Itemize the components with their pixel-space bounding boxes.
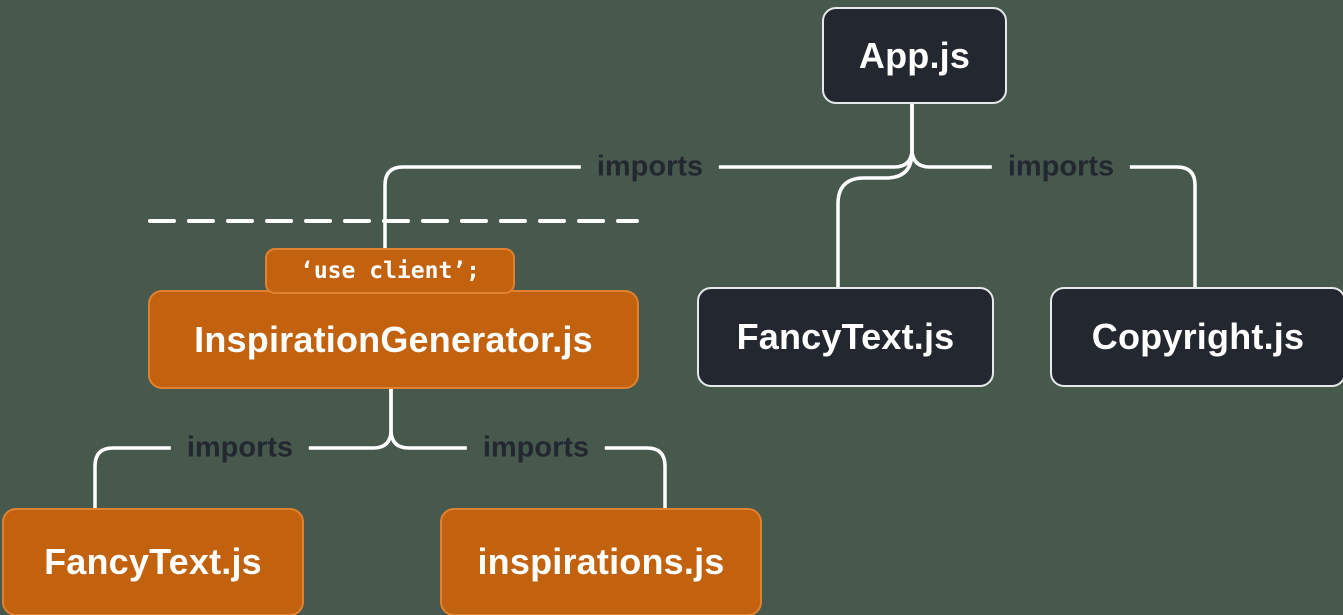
node-inspirations-label: inspirations.js — [477, 541, 725, 582]
node-copyright: Copyright.js — [1050, 287, 1343, 387]
node-app: App.js — [822, 7, 1007, 104]
node-inspirations: inspirations.js — [440, 508, 762, 615]
node-fancy-text-client-label: FancyText.js — [44, 541, 262, 582]
node-fancy-text-server-label: FancyText.js — [736, 316, 955, 357]
use-client-directive-text: ‘use client’; — [299, 258, 480, 284]
node-copyright-label: Copyright.js — [1091, 316, 1305, 357]
imports-label-app-to-copyright: imports — [991, 148, 1131, 186]
imports-label-app-to-inspiration-generator: imports — [580, 148, 720, 186]
node-inspiration-generator-label: InspirationGenerator.js — [194, 318, 593, 360]
node-app-label: App.js — [858, 34, 971, 76]
edge-app-to-copyright — [910, 98, 1197, 289]
node-fancy-text-server: FancyText.js — [697, 287, 994, 387]
node-inspiration-generator: InspirationGenerator.js — [148, 290, 639, 389]
imports-label-ig-to-fancy-text: imports — [170, 429, 310, 467]
edge-app-to-fancy-text-server — [836, 98, 914, 289]
imports-label-ig-to-inspirations: imports — [466, 429, 606, 467]
use-client-directive-badge: ‘use client’; — [265, 248, 515, 294]
node-fancy-text-client: FancyText.js — [2, 508, 304, 615]
